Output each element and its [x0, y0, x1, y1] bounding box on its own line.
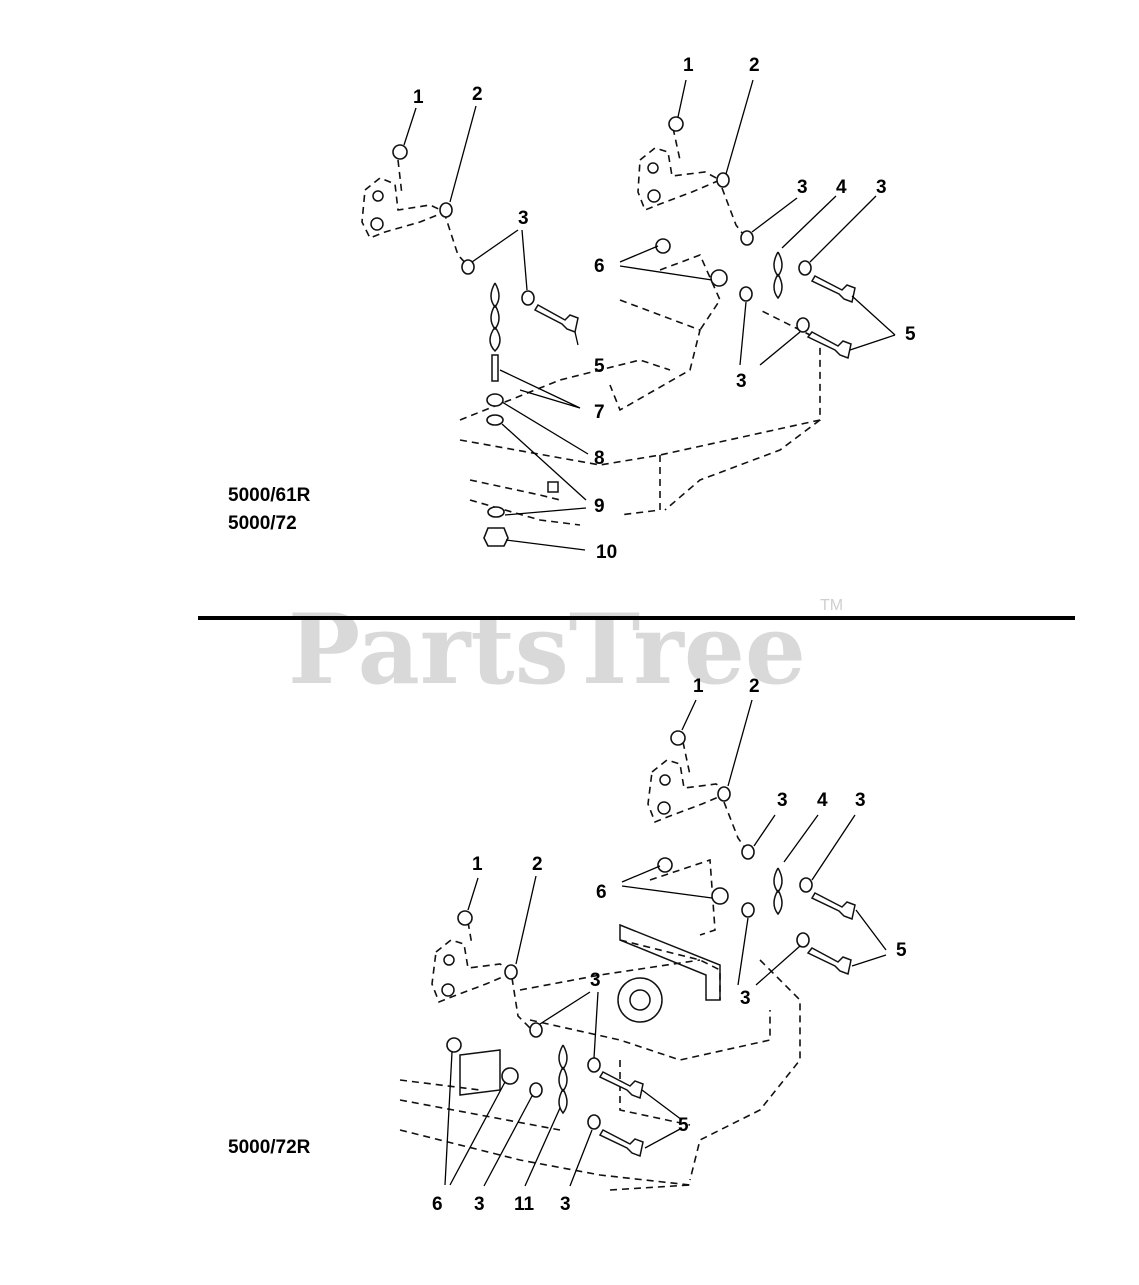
callout-label: 11	[514, 1194, 535, 1215]
callout-label: 3	[736, 371, 747, 392]
callout-label: 3	[518, 208, 529, 229]
callout-label: 2	[749, 676, 760, 697]
top-callouts: 1 2 3 1 2 3 4 3 6 5 5 3 3 7 8 9 9 10	[413, 55, 916, 563]
callout-label: 2	[532, 854, 543, 875]
callout-label: 9	[594, 496, 605, 517]
callout-label: 3	[797, 177, 808, 198]
callout-label: 4	[836, 177, 847, 198]
callout-label: 3	[855, 790, 866, 811]
model-label: 5000/72R	[228, 1137, 311, 1158]
callout-label: 5	[594, 356, 605, 377]
callout-label: 7	[594, 402, 605, 423]
callout-label: 3	[560, 1194, 571, 1215]
callout-label: 10	[596, 542, 617, 563]
callout-label: 5	[678, 1115, 689, 1136]
model-label: 5000/61R	[228, 485, 311, 506]
callout-label: 4	[817, 790, 828, 811]
callout-label: 5	[905, 324, 916, 345]
bottom-assembly-drawing	[399, 699, 887, 1191]
callout-label: 3	[590, 970, 601, 991]
callout-label: 2	[472, 84, 483, 105]
bottom-callouts: 1 2 3 4 3 6 5 3 1 2 3 3 5 6 3 11 3	[432, 676, 907, 1215]
top-assembly-drawing	[361, 79, 896, 551]
callout-label: 3	[777, 790, 788, 811]
watermark-trademark: TM	[820, 597, 843, 614]
callout-label: 5	[896, 940, 907, 961]
callout-label: 1	[683, 55, 694, 76]
callout-label: 3	[474, 1194, 485, 1215]
callout-label: 8	[594, 448, 605, 469]
callout-label: 3	[876, 177, 887, 198]
callout-label: 6	[432, 1194, 443, 1215]
callout-label: 1	[693, 676, 704, 697]
callout-label: 2	[749, 55, 760, 76]
callout-label: 6	[594, 256, 605, 277]
callout-label: 1	[472, 854, 483, 875]
watermark-text: PartsTree	[288, 593, 806, 706]
callout-label: 3	[740, 988, 751, 1009]
model-label: 5000/72	[228, 513, 297, 534]
callout-label: 1	[413, 87, 424, 108]
callout-label: 6	[596, 882, 607, 903]
